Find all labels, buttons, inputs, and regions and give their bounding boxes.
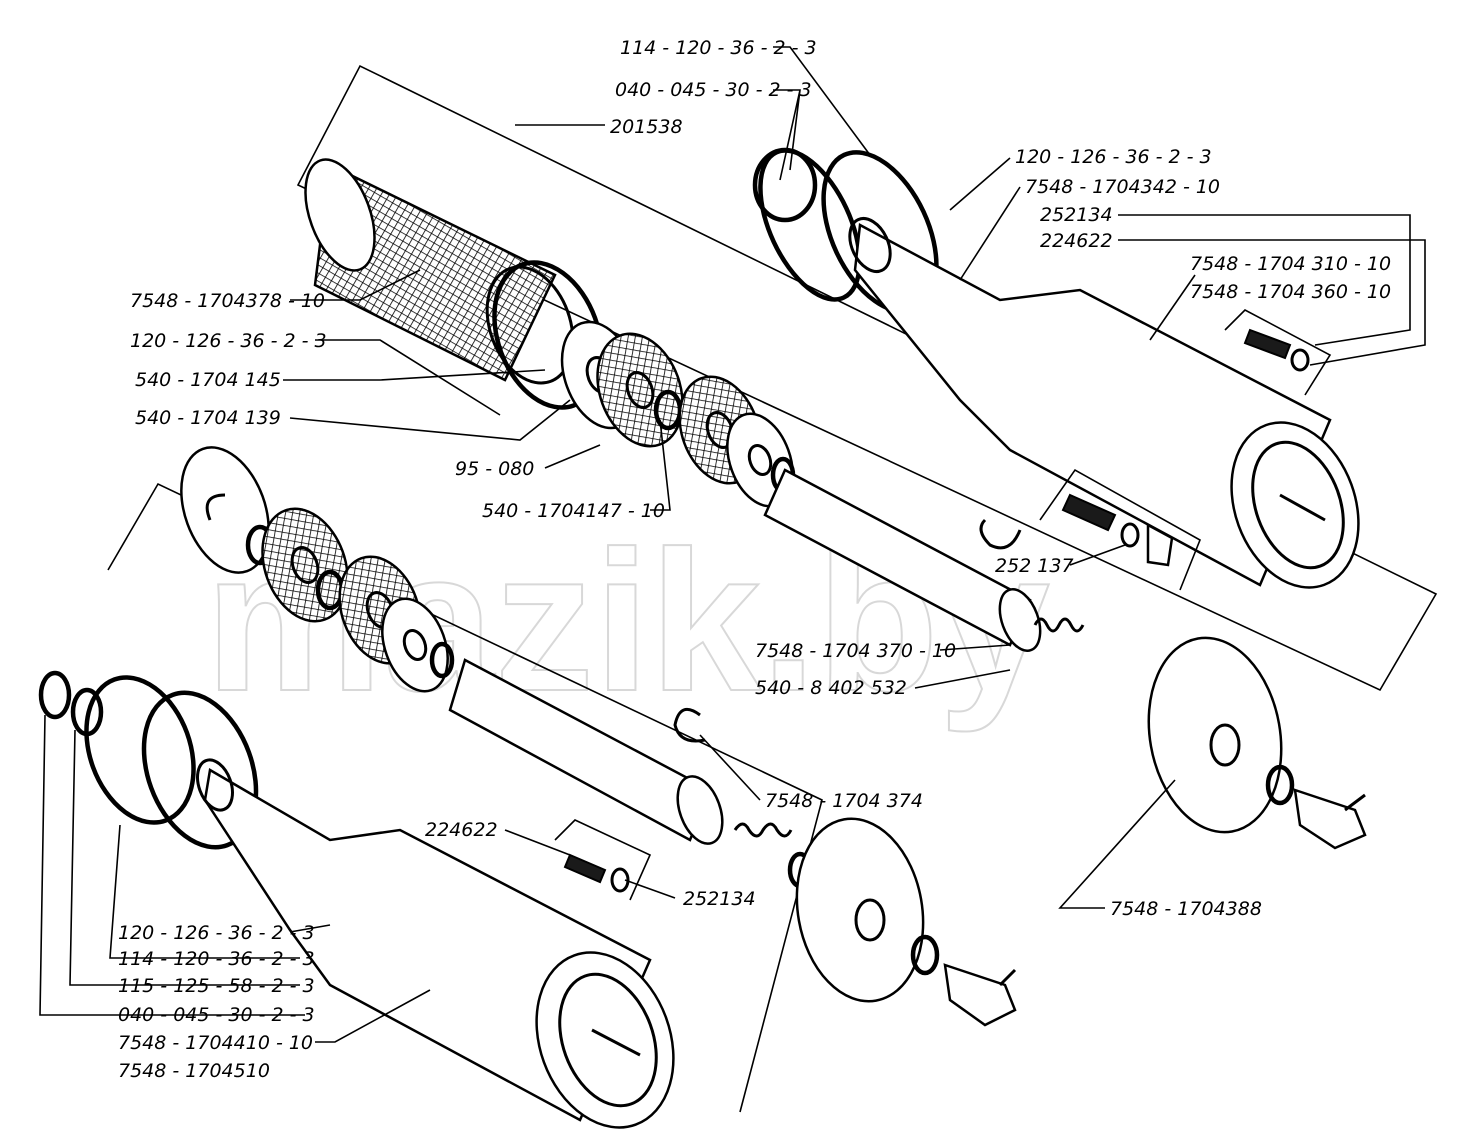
label-upper-housing-310: 7548 - 1704 310 - 10 [1190,253,1391,275]
label-filter-seal-120: 120 - 126 - 36 - 2 - 3 [130,330,327,352]
label-lower-seal-120: 120 - 126 - 36 - 2 - 3 [118,922,315,944]
lower-assembly-frame [107,482,823,1113]
upper-disc-stack [560,320,796,508]
label-clip-252137: 252 137 [995,555,1074,577]
label-upper-seal-120: 120 - 126 - 36 - 2 - 3 [1015,146,1212,168]
label-washer-145: 540 - 1704 145 [135,369,281,391]
label-washer-139: 540 - 1704 139 [135,407,281,429]
label-lower-housing-510: 7548 - 1704510 [118,1060,270,1082]
label-upper-set-201538: 201538 [610,116,683,138]
label-lower-seal-115: 115 - 125 - 58 - 2 - 3 [118,975,315,997]
label-upper-housing-360: 7548 - 1704 360 - 10 [1190,281,1391,303]
label-upper-seal-114: 114 - 120 - 36 - 2 - 3 [620,37,817,59]
label-lower-screw-252134: 252134 [683,888,756,910]
label-lower-seal-114: 114 - 120 - 36 - 2 - 3 [118,948,315,970]
part-labels: 114 - 120 - 36 - 2 - 3 040 - 045 - 30 - … [118,37,1391,1082]
label-ring-374: 7548 - 1704 374 [765,790,923,812]
lower-disc-stack [180,446,455,693]
upper-rod-spring [763,468,1202,652]
upper-filter-housing [752,147,1360,589]
label-cover-388: 7548 - 1704388 [1110,898,1262,920]
lower-filter-housing [38,670,675,1129]
label-lower-housing-410: 7548 - 1704410 - 10 [118,1032,313,1054]
label-spring-532: 540 - 8 402 532 [755,677,907,699]
label-upper-washer-224622: 224622 [1040,230,1113,252]
leader-lines [39,46,1426,1043]
label-upper-screw-252134: 252134 [1040,204,1113,226]
label-disc-147: 540 - 1704147 - 10 [482,500,665,522]
label-rod-370: 7548 - 1704 370 - 10 [755,640,956,662]
lower-cover-disc [795,817,1017,1027]
right-cover-disc [1147,636,1367,850]
label-spring-95-080: 95 - 080 [455,458,534,480]
label-lower-washer-224622: 224622 [425,819,498,841]
label-lower-seal-040: 040 - 045 - 30 - 2 - 3 [118,1004,315,1026]
label-upper-cap-342: 7548 - 1704342 - 10 [1025,176,1220,198]
filter-mesh-cylinder [304,158,604,410]
upper-assembly-frame [296,64,1438,692]
label-filter-378: 7548 - 1704378 - 10 [130,290,325,312]
label-upper-seal-040: 040 - 045 - 30 - 2 - 3 [615,79,812,101]
